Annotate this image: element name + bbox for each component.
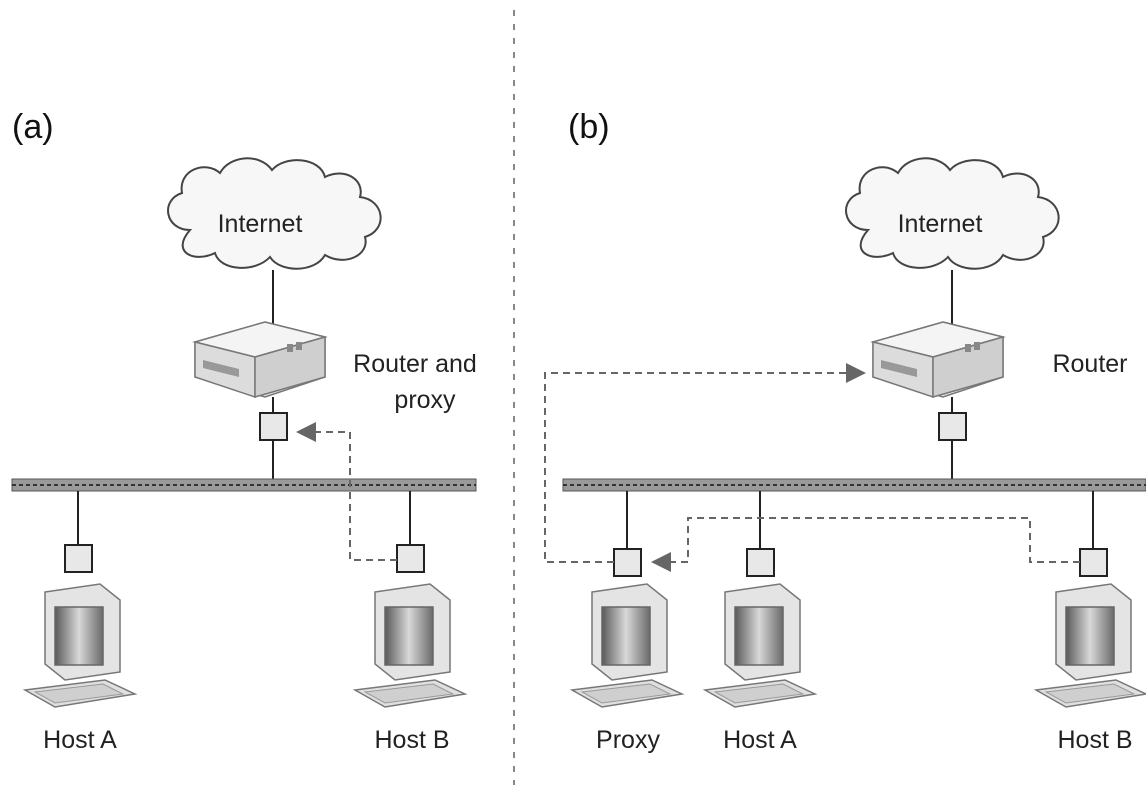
computer-icon [1035, 583, 1146, 708]
computer-icon [571, 583, 683, 708]
network-port-icon [746, 548, 775, 577]
network-bus [562, 478, 1146, 492]
proxy-path-arrow [544, 363, 866, 563]
computer-icon [24, 583, 136, 708]
request-path-arrow [651, 517, 1080, 572]
computer-icon [354, 583, 466, 708]
cloud-label: Internet [898, 210, 983, 238]
router-icon [872, 321, 1004, 398]
network-port-icon [938, 412, 967, 441]
panel-b: (b) Internet Router Proxy Host [544, 108, 1146, 754]
router-label-line2: proxy [394, 386, 456, 414]
network-port-icon [396, 544, 425, 573]
panel-a: (a) Internet Router and proxy Host A [11, 108, 477, 754]
cloud-label: Internet [218, 210, 303, 238]
panel-a-label: (a) [12, 108, 54, 146]
host-label: Host A [723, 726, 797, 754]
network-bus [11, 478, 477, 492]
router-label-line1: Router and [353, 350, 477, 378]
computer-icon [704, 583, 816, 708]
host-label: Host B [1057, 726, 1132, 754]
network-port-icon [259, 412, 288, 441]
host-label: Proxy [596, 726, 660, 754]
host-label: Host B [374, 726, 449, 754]
network-port-icon [64, 544, 93, 573]
host-label: Host A [43, 726, 117, 754]
panel-b-label: (b) [568, 108, 610, 146]
router-icon [194, 321, 326, 398]
network-port-icon [613, 548, 642, 577]
request-path-arrow [296, 422, 397, 561]
router-label: Router [1052, 350, 1127, 378]
network-port-icon [1079, 548, 1108, 577]
